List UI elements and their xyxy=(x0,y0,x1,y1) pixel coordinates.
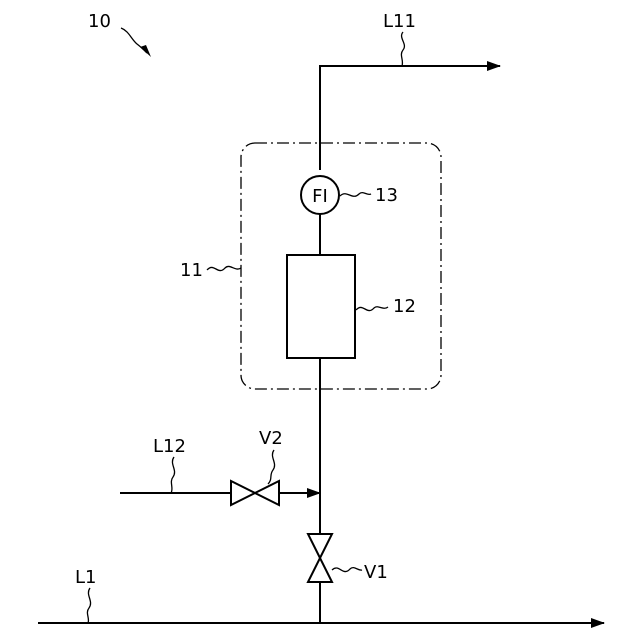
outlet-line-l11 xyxy=(320,66,500,170)
unit-leader xyxy=(207,266,241,270)
valve-v2-leader xyxy=(268,450,275,484)
main-line-label: L1 xyxy=(75,567,96,588)
unit-label: 11 xyxy=(180,260,203,281)
valve-v1-lower xyxy=(308,558,332,582)
branch-line-label: L12 xyxy=(153,436,186,457)
vessel-12 xyxy=(287,255,355,358)
unit-boundary xyxy=(241,143,441,389)
system-leader-arrowhead xyxy=(140,45,151,57)
valve-v2-label: V2 xyxy=(259,428,283,449)
valve-v1-leader xyxy=(332,568,362,572)
vessel-label: 12 xyxy=(393,296,416,317)
outlet-line-label: L11 xyxy=(383,11,416,32)
valve-v1-upper xyxy=(308,534,332,558)
flow-indicator-leader xyxy=(340,193,371,197)
branch-line-leader xyxy=(171,457,175,493)
main-line-leader xyxy=(87,588,90,623)
flow-indicator-symbol: FI xyxy=(312,186,328,207)
valve-v2-left xyxy=(231,481,255,505)
valve-v2-right xyxy=(255,481,279,505)
vessel-leader xyxy=(356,307,388,311)
valve-v1-label: V1 xyxy=(364,562,388,583)
outlet-line-leader xyxy=(401,32,404,66)
system-label: 10 xyxy=(88,11,111,32)
flow-indicator-ref-label: 13 xyxy=(375,185,398,206)
